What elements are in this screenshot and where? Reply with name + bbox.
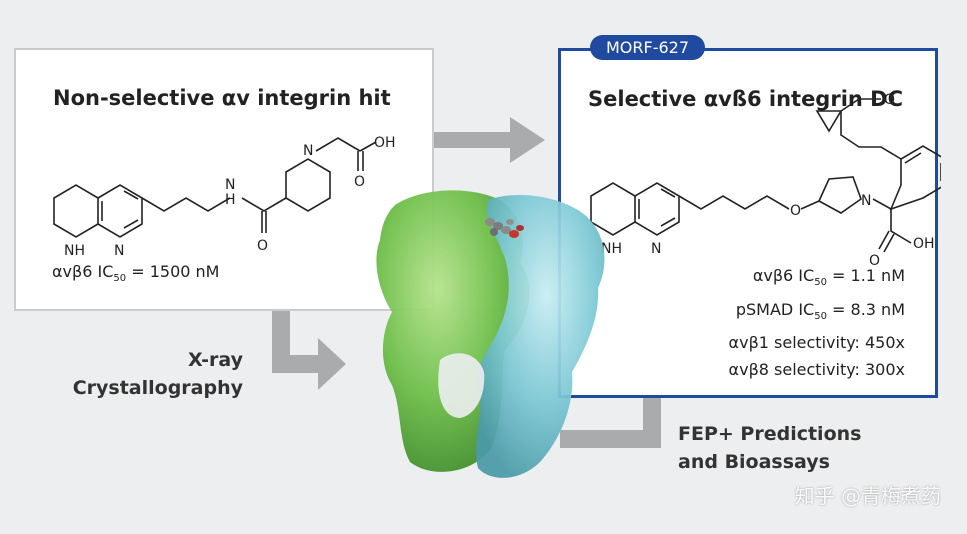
fep-caption-line2: and Bioassays [678,451,830,473]
metric-ic50-psmad: pSMAD IC50 = 8.3 nM [735,299,905,322]
atom-n-ring-r: N [651,241,661,257]
atom-oh: OH [374,135,396,151]
arrow-to-selective [434,117,545,163]
panel-title-selective: Selective αvß6 integrin DC [588,87,903,111]
selective-dc-panel: Selective αvß6 integrin DC [558,48,941,398]
atom-n-pyrrolidine: N [861,193,871,209]
nonselective-hit-panel: Non-selective αv integrin hit [14,48,434,311]
metric-avb8-selectivity: αvβ8 selectivity: 300x [728,359,905,379]
metric-ic50-avb6: αvβ6 IC50 = 1.1 nM [752,266,905,289]
atom-n-piperidine: N [303,143,313,159]
xray-caption: X-ray Crystallography [73,346,243,402]
watermark: 知乎 @青梅煮药 [794,484,941,508]
selective-metrics: αvβ6 IC50 = 1.1 nM pSMAD IC50 = 8.3 nM α… [729,263,905,383]
atom-o-pyran: O [884,92,895,108]
fep-caption-line1: FEP+ Predictions [678,423,862,445]
fep-caption: FEP+ Predictions and Bioassays [678,420,861,476]
atom-nh-r: NH [601,241,622,257]
atom-h-amide: H [225,192,236,208]
ic50-subscript: 50 [113,273,127,285]
atom-n-amide: N [225,177,235,193]
ic50-prefix: αvβ6 IC [52,262,114,281]
ic50-label-nonselective: αvβ6 IC50 = 1500 nM [52,262,219,284]
atom-o-amide: O [257,238,268,254]
xray-caption-line1: X-ray [188,349,243,371]
atom-o-ether: O [790,203,801,219]
selective-structure: N NH O N O OH O [590,92,941,269]
ic50-value: = 1500 nM [126,262,220,281]
arrow-xray [272,311,346,390]
panel-title-nonselective: Non-selective αv integrin hit [53,86,391,110]
atom-n-ring: N [114,243,124,259]
protein-subunit-cyan [476,195,605,478]
atom-o-acid: O [354,174,365,190]
bound-ligand [485,218,524,238]
xray-caption-line2: Crystallography [72,377,243,399]
atom-nh: NH [64,243,85,259]
nonselective-structure: N NH H N O N OH O [53,135,396,259]
compound-badge: MORF-627 [590,35,706,60]
atom-oh-r: OH [913,236,935,252]
metric-avb1-selectivity: αvβ1 selectivity: 450x [728,333,905,353]
protein-cavity [438,353,485,418]
atom-o-acid-r: O [869,253,880,269]
